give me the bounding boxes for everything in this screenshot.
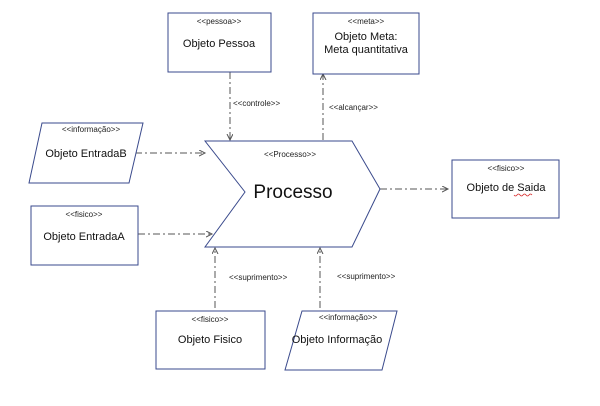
spellcheck-underline (513, 193, 533, 197)
informacao-stereotype: <<informação>> (319, 313, 378, 322)
process-node[interactable]: <<Processo>> Processo (203, 140, 381, 248)
relation-suprimento-label-2: <<suprimento>> (337, 272, 396, 281)
informacao-label: Objeto Informação (292, 334, 383, 346)
meta-label-line2: Meta quantitativa (324, 44, 409, 56)
node-objeto-entradaB[interactable]: <<informação>> Objeto EntradaB (28, 122, 144, 184)
fisico-stereotype: <<fisico>> (192, 315, 229, 324)
node-objeto-pessoa[interactable]: <<pessoa>> Objeto Pessoa (167, 12, 272, 73)
relation-suprimento-label-1: <<suprimento>> (229, 273, 288, 282)
relation-alcancar-label: <<alcançar>> (329, 103, 378, 112)
entradaB-label: Objeto EntradaB (45, 148, 126, 160)
meta-label-line1: Objeto Meta: (335, 31, 398, 43)
entradaA-label: Objeto EntradaA (43, 231, 125, 243)
saida-label: Objeto de Saida (467, 182, 547, 194)
process-label: Processo (253, 182, 332, 203)
node-objeto-entradaA[interactable]: <<fisico>> Objeto EntradaA (30, 205, 139, 266)
node-objeto-saida[interactable]: <<fisico>> Objeto de Saida (451, 159, 560, 219)
node-objeto-fisico[interactable]: <<fisico>> Objeto Fisico (155, 310, 266, 370)
fisico-label: Objeto Fisico (178, 334, 242, 346)
node-objeto-meta[interactable]: <<meta>> Objeto Meta: Meta quantitativa (312, 12, 420, 75)
process-stereotype: <<Processo>> (264, 150, 316, 159)
saida-stereotype: <<fisico>> (488, 164, 525, 173)
node-objeto-informacao[interactable]: <<informação>> Objeto Informação (284, 310, 398, 371)
entradaA-stereotype: <<fisico>> (66, 210, 103, 219)
meta-stereotype: <<meta>> (348, 17, 385, 26)
entradaB-stereotype: <<informação>> (62, 125, 121, 134)
relation-controle-label: <<controle>> (233, 99, 280, 108)
pessoa-label: Objeto Pessoa (183, 38, 256, 50)
pessoa-stereotype: <<pessoa>> (197, 17, 242, 26)
